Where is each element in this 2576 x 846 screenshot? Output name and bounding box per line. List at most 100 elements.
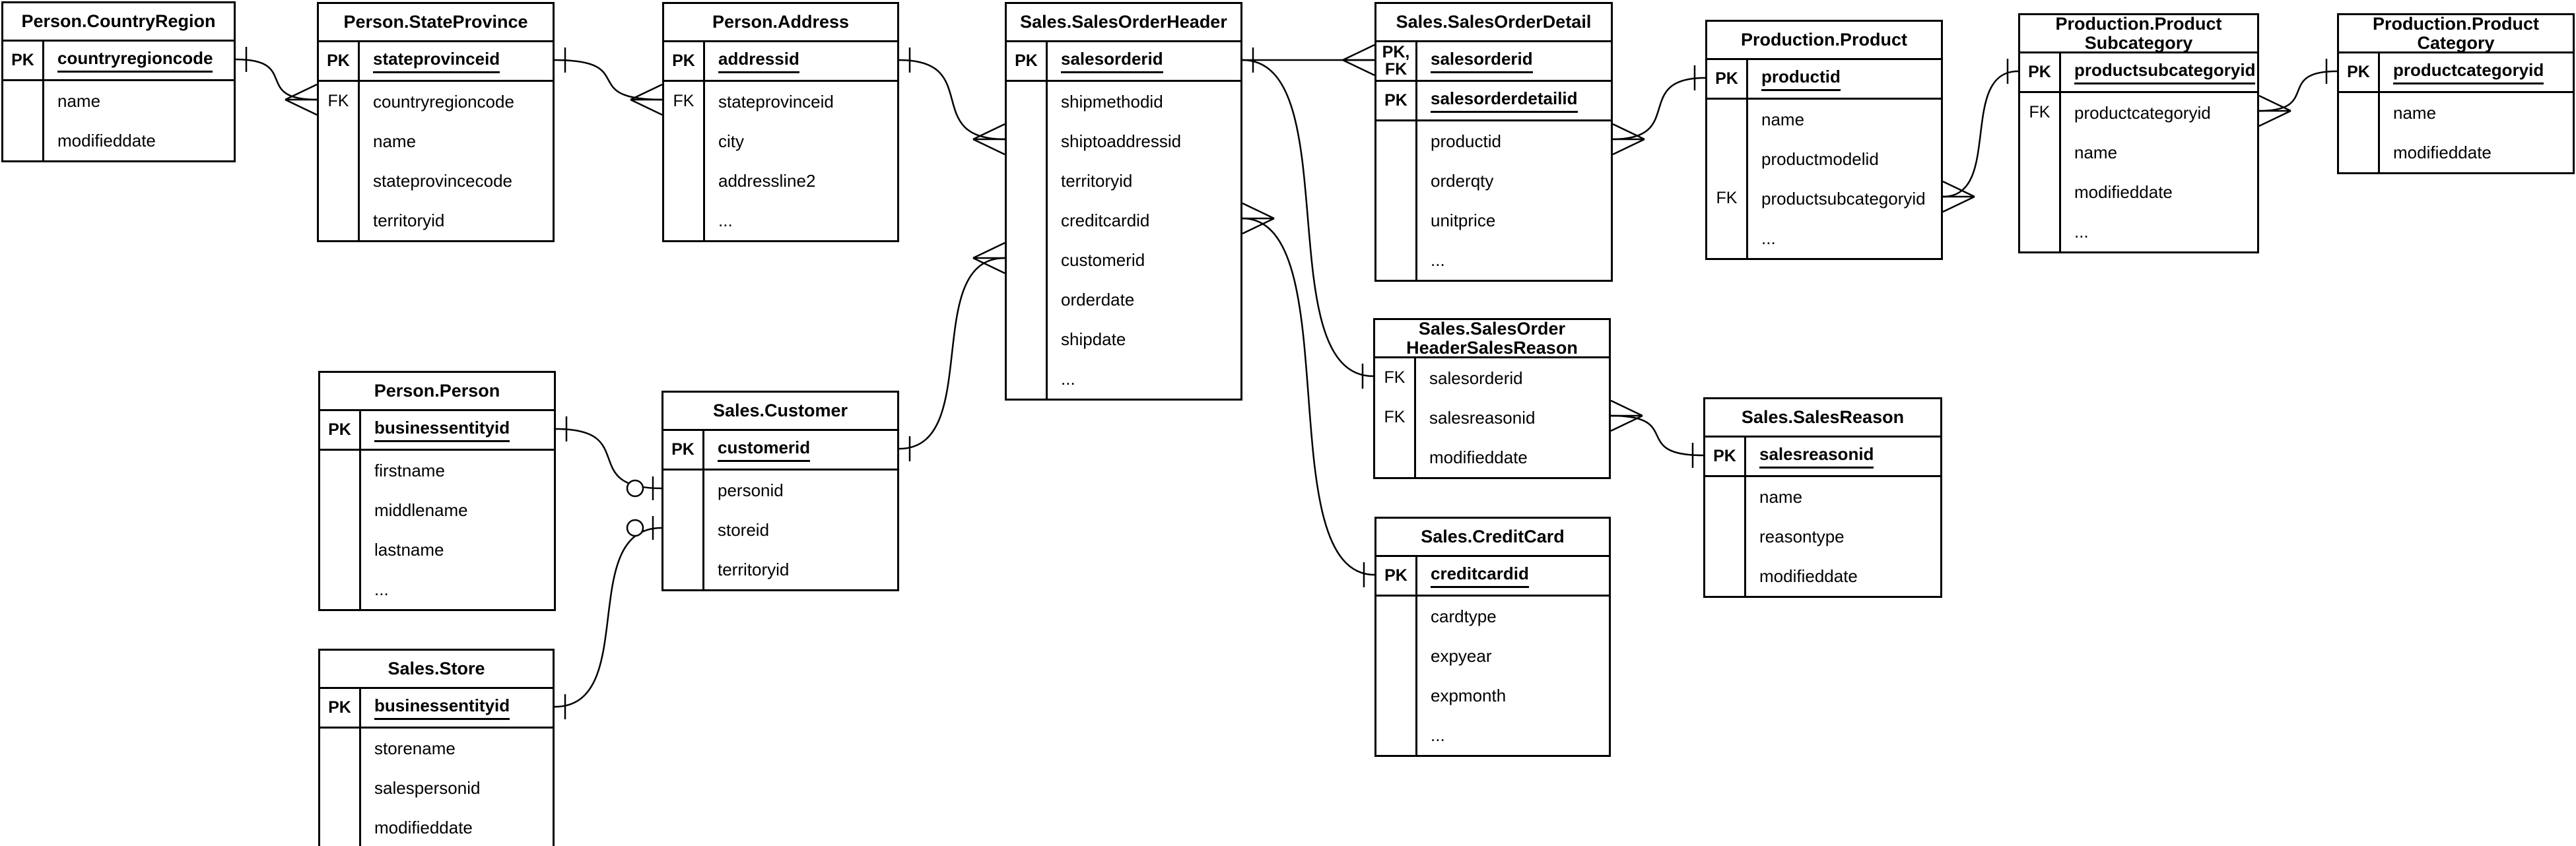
- key-badge: [3, 121, 44, 160]
- attribute-cell: productsubcategoryid: [2061, 53, 2257, 91]
- attribute-name: ...: [1431, 725, 1445, 745]
- key-badge: FK: [664, 82, 705, 121]
- attribute-name: customerid: [718, 438, 811, 462]
- attribute-name: salesorderdetailid: [1431, 88, 1578, 113]
- entity-title: Person.CountryRegion: [3, 3, 234, 42]
- attribute-row: territoryid: [319, 201, 553, 240]
- key-badge: [1007, 280, 1048, 319]
- key-badge: [320, 768, 361, 808]
- entity-title: Production.Product: [1707, 22, 1941, 60]
- key-badge: [663, 550, 704, 589]
- attribute-name: territoryid: [373, 210, 445, 230]
- attribute-row: shipmethodid: [1007, 82, 1240, 121]
- relationship-salesorderheader-creditcard: [1242, 202, 1375, 587]
- key-badge: [320, 530, 361, 569]
- attribute-name: name: [2393, 102, 2437, 123]
- attribute-row: shipdate: [1007, 319, 1240, 359]
- entity-title: Sales.Customer: [663, 393, 897, 431]
- attribute-row: shiptoaddressid: [1007, 121, 1240, 161]
- attribute-name: salesorderid: [1061, 49, 1163, 73]
- entity-title: Sales.SalesOrder HeaderSalesReason: [1375, 319, 1609, 358]
- key-badge: PK: [1376, 557, 1417, 595]
- attribute-row: modifieddate: [320, 808, 553, 846]
- key-badge: [1376, 121, 1417, 161]
- attribute-name: productcategoryid: [2074, 102, 2211, 123]
- attribute-row: modifieddate: [3, 121, 234, 160]
- attribute-row: ...: [320, 569, 554, 609]
- key-badge: PK: [2020, 53, 2061, 91]
- attribute-cell: salesorderid: [1048, 42, 1240, 80]
- attribute-name: ...: [374, 579, 389, 599]
- relationship-line: [235, 58, 318, 101]
- key-badge: PK: [3, 42, 44, 79]
- attribute-row: territoryid: [663, 550, 897, 589]
- attribute-name: orderqty: [1431, 170, 1494, 191]
- key-badge: [1007, 161, 1048, 201]
- attribute-row: productid: [1376, 121, 1611, 161]
- attribute-row: orderdate: [1007, 280, 1240, 319]
- attribute-name: storename: [374, 738, 456, 758]
- attribute-name: ...: [1431, 249, 1445, 270]
- key-badge: PK: [1376, 82, 1417, 119]
- attribute-cell: countryregioncode: [44, 42, 234, 79]
- key-badge: PK: [1705, 438, 1746, 475]
- key-badge: [663, 510, 704, 550]
- attribute-name: stateprovinceid: [373, 49, 500, 73]
- key-badge: [320, 808, 361, 846]
- attribute-name: cardtype: [1431, 606, 1497, 626]
- relationship-person-customer: [555, 416, 662, 500]
- attribute-row: ...: [1376, 715, 1609, 755]
- attribute-name: orderdate: [1061, 289, 1135, 309]
- attribute-name: creditcardid: [1061, 210, 1150, 230]
- attribute-name: salesreasonid: [1429, 407, 1536, 428]
- key-badge: [320, 490, 361, 530]
- attribute-cell: customerid: [704, 431, 897, 469]
- key-badge: [1007, 359, 1048, 399]
- entity-title: Person.Address: [664, 4, 897, 42]
- attribute-name: ...: [1761, 228, 1776, 248]
- attribute-name: modifieddate: [2074, 181, 2173, 202]
- relationship-countryregion-stateprovince: [235, 47, 318, 116]
- attribute-row: ...: [1007, 359, 1240, 399]
- attribute-name: modifieddate: [374, 817, 473, 837]
- attribute-name: addressline2: [718, 170, 816, 191]
- key-badge: [320, 569, 361, 609]
- key-badge: [1705, 517, 1746, 556]
- attribute-name: countryregioncode: [373, 91, 514, 112]
- attribute-name: productmodelid: [1761, 148, 1879, 169]
- attribute-name: name: [373, 131, 417, 151]
- key-badge: [320, 729, 361, 768]
- attribute-name: businessentityid: [374, 418, 510, 442]
- attribute-row: name: [319, 121, 553, 161]
- entity-title: Person.StateProvince: [319, 4, 553, 42]
- relationship-line: [1942, 70, 2019, 198]
- key-badge: [319, 161, 360, 201]
- attribute-name: productsubcategoryid: [2074, 60, 2256, 84]
- key-badge: PK: [664, 42, 705, 80]
- key-badge: [1376, 715, 1417, 755]
